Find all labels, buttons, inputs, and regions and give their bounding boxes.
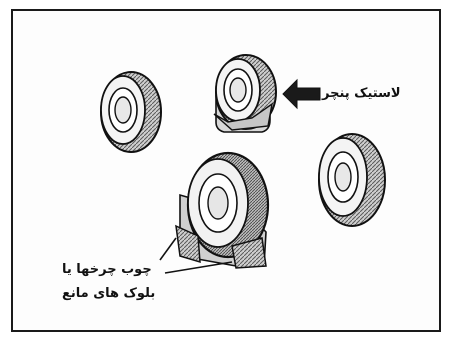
tire-top-left bbox=[101, 72, 161, 152]
chock-label-line2: بلوک های مانع bbox=[62, 286, 155, 301]
tire-with-chocks bbox=[160, 153, 268, 273]
chock-label-line1: چوب چرخها یا bbox=[62, 262, 152, 277]
arrow-icon bbox=[283, 80, 320, 108]
flat-tire-label: لاستیک پنچر bbox=[322, 86, 401, 101]
tire-right bbox=[319, 134, 385, 226]
flat-tire bbox=[214, 55, 276, 132]
